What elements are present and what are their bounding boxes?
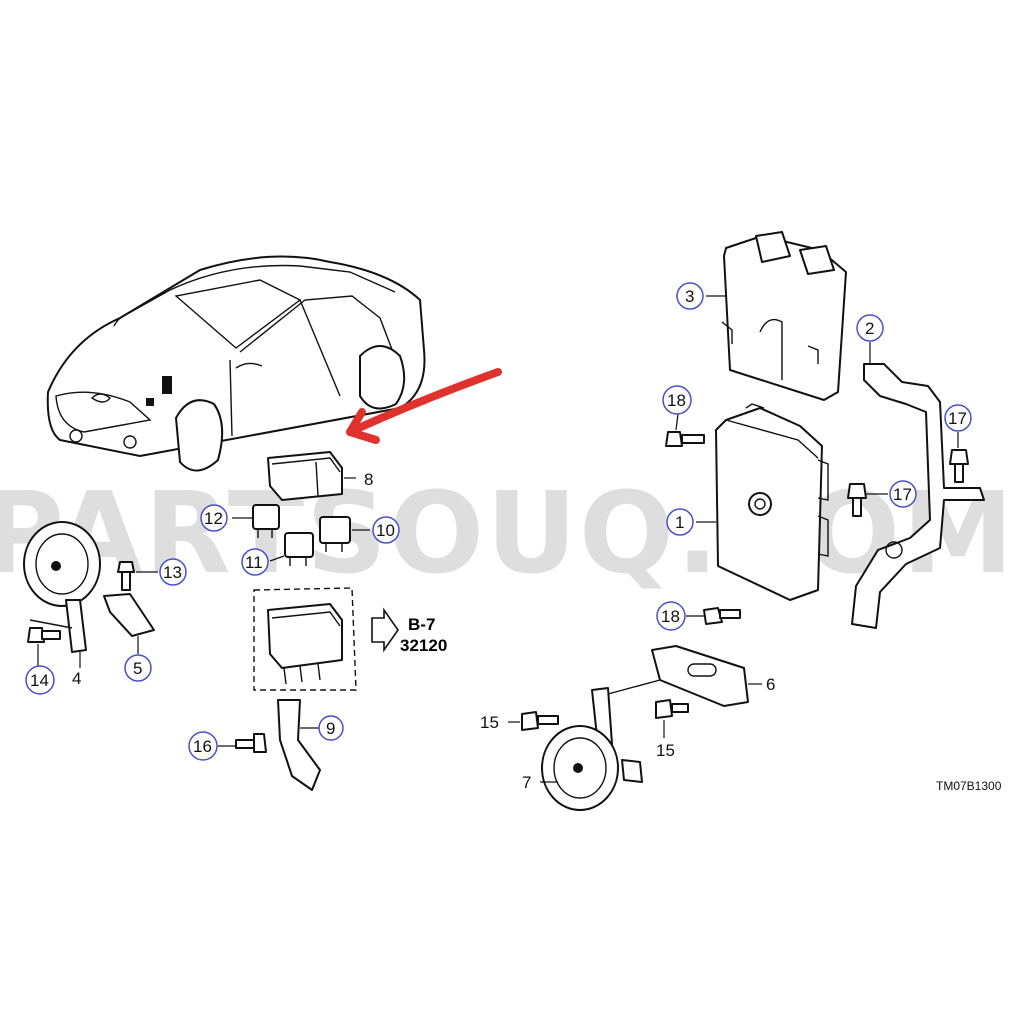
callout-circle-12: [200, 504, 228, 532]
callout-17b: 17: [893, 485, 912, 504]
callout-circle-17b: [889, 480, 917, 508]
callout-11: 11: [245, 553, 263, 572]
callout-14: 14: [30, 671, 49, 690]
callout-16: 16: [193, 737, 212, 756]
bolt-13: [117, 561, 158, 591]
callout-circle-14: [25, 665, 55, 695]
reference-number: 32120: [400, 636, 447, 655]
callout-17a: 17: [948, 409, 967, 428]
callout-circle-9: [318, 715, 344, 741]
highlight-arrow: [346, 368, 502, 444]
callout-circle-11: [241, 548, 269, 576]
callout-circle-2: [856, 314, 884, 342]
callout-15b: 15: [656, 741, 675, 760]
callout-1: 1: [675, 513, 684, 532]
relay-box-part: [267, 451, 356, 501]
callout-circle-17a: [944, 404, 972, 432]
car-illustration: [46, 255, 426, 472]
ecu-location-marker: [162, 376, 172, 394]
callout-circle-5: [124, 654, 152, 682]
ecu-unit-part: [696, 403, 829, 601]
bracket-9-part: [277, 699, 321, 791]
callout-15a: 15: [480, 713, 499, 732]
callout-circle-3: [676, 282, 704, 310]
left-horn-part: [23, 521, 101, 668]
bolt-15-left: [508, 711, 559, 731]
bolt-14: [27, 627, 61, 666]
relay-assembly-group: [253, 587, 399, 691]
relay-11-part: [269, 532, 314, 566]
callout-18b: 18: [661, 607, 680, 626]
bolt-17-middle: [847, 483, 888, 517]
horn-bracket-left: [103, 593, 155, 654]
callout-5: 5: [133, 659, 142, 678]
relay-12-part: [232, 504, 280, 538]
callout-9: 9: [326, 719, 335, 738]
callout-circle-18a: [662, 385, 692, 415]
ecu-cover-part: [706, 231, 847, 401]
diagram-code: TM07B1300: [936, 779, 1002, 793]
callout-2: 2: [865, 319, 874, 338]
horn-bracket-right: [607, 645, 762, 707]
right-horn-part: [540, 687, 643, 811]
callout-7: 7: [522, 773, 531, 792]
reference-section: B-7: [408, 615, 435, 634]
bolt-16: [218, 733, 267, 753]
ecu-bracket-part: [851, 342, 985, 629]
callout-circle-18b: [656, 601, 686, 631]
callout-4: 4: [72, 669, 81, 688]
callout-circle-13: [159, 558, 187, 586]
callout-3: 3: [685, 287, 694, 306]
bolt-15-right: [655, 699, 689, 738]
callout-10: 10: [376, 521, 395, 540]
callout-8: 8: [364, 470, 373, 489]
relay-10-part: [319, 516, 370, 552]
bolt-17-upper: [949, 432, 969, 483]
callout-circle-16: [188, 731, 218, 761]
callout-18a: 18: [667, 391, 686, 410]
bolt-18-bottom: [686, 607, 741, 625]
bolt-18-top: [665, 413, 705, 447]
callout-12: 12: [204, 509, 223, 528]
callout-13: 13: [163, 563, 182, 582]
callout-circle-10: [372, 516, 400, 544]
callout-6: 6: [766, 675, 775, 694]
callout-circle-1: [666, 508, 694, 536]
